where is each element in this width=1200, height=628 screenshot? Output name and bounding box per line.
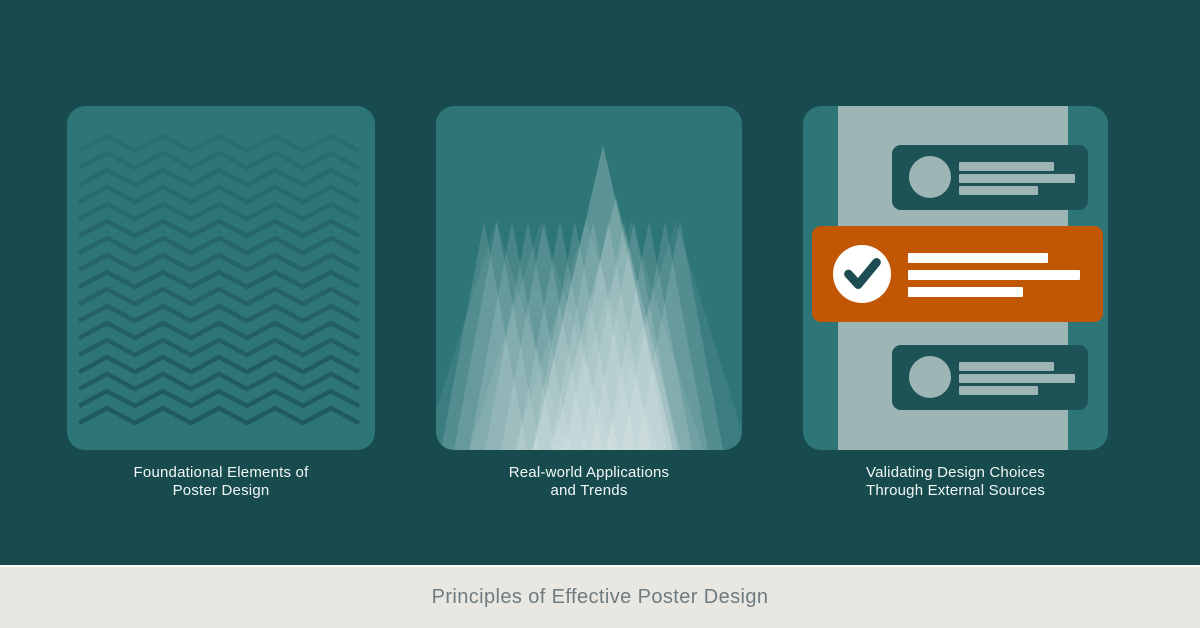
highlighted-list-item [812,226,1103,322]
caption-line: Poster Design [172,482,270,499]
text-line-bar [959,174,1075,183]
caption-line: Validating Design Choices [866,464,1045,481]
text-line-bar [908,287,1023,297]
poster-title: Principles of Effective Poster Design [431,586,769,608]
check-icon [833,245,891,303]
card-foundational-elements [67,106,375,450]
zigzag-pattern-graphic [67,106,375,450]
card-applications-trends [436,106,742,450]
caption-foundational-elements: Foundational Elements of Poster Design [67,464,375,500]
list-item-top [892,145,1088,210]
caption-line: Real-world Applications [508,464,670,481]
avatar-circle [909,156,951,198]
caption-line: and Trends [550,482,628,499]
text-line-bar [959,186,1038,195]
text-line-bar [908,253,1048,263]
text-line-bar [959,374,1075,383]
text-line-bar [908,270,1080,280]
text-line-placeholders [908,253,1080,304]
caption-line: Foundational Elements of [133,464,309,481]
footer-bar: Principles of Effective Poster Design [0,565,1200,628]
text-line-bar [959,162,1054,171]
caption-applications-trends: Real-world Applications and Trends [436,464,742,500]
list-item-bottom [892,345,1088,410]
caption-validation: Validating Design Choices Through Extern… [803,464,1108,500]
text-line-bar [959,386,1038,395]
text-line-placeholders [959,162,1075,198]
caption-line: Through External Sources [865,482,1046,499]
avatar-circle [909,356,951,398]
card-validation-checklist [803,106,1108,450]
spike-pattern-graphic [436,145,742,450]
text-line-placeholders [959,362,1075,398]
text-line-bar [959,362,1054,371]
